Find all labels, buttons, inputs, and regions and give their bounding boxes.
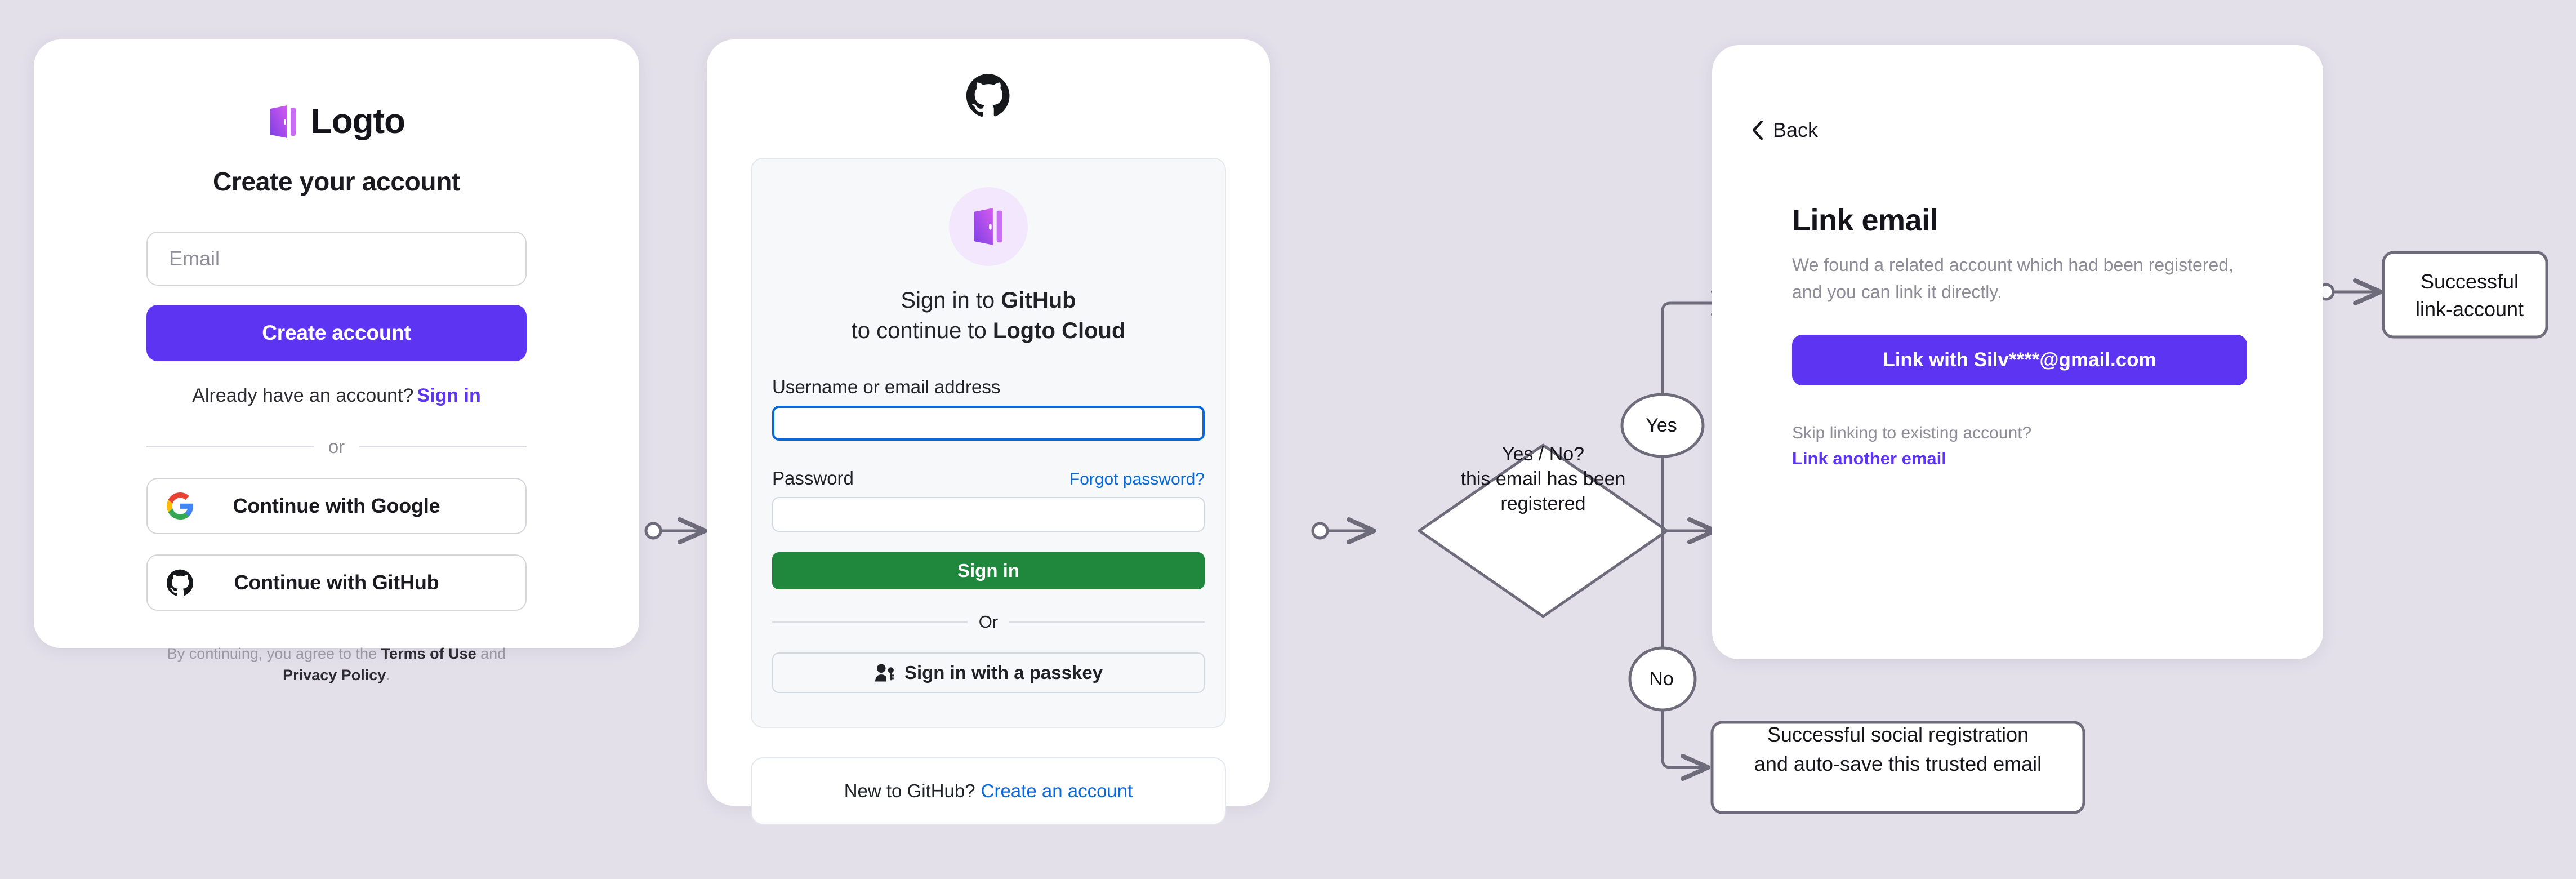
branch-no-node[interactable]: No	[1649, 668, 1674, 690]
github-signup-footer: New to GitHub? Create an account	[751, 757, 1226, 825]
signin-heading: Sign in to GitHub to continue to Logto C…	[772, 285, 1205, 346]
decision-node[interactable]: Yes / No? this email has been registered	[1402, 428, 1684, 530]
passkey-signin-button[interactable]: Sign in with a passkey	[772, 652, 1205, 693]
heading-l1-strong: GitHub	[1001, 288, 1076, 313]
page-title: Create your account	[212, 167, 461, 196]
signin-heading-line2: to continue to Logto Cloud	[772, 316, 1205, 346]
legal-suffix: .	[386, 666, 390, 683]
link-email-title: Link email	[1792, 203, 1938, 237]
github-logo-row	[707, 73, 1270, 117]
github-mark-icon	[966, 73, 1010, 117]
divider-label: or	[328, 436, 345, 457]
divider-line-left	[146, 446, 314, 447]
decision-line-1: Yes / No?	[1501, 443, 1585, 465]
github-or-divider: Or	[772, 612, 1205, 632]
divider-line-left	[772, 621, 968, 623]
skip-linking-text: Skip linking to existing account?	[1792, 424, 2032, 442]
continue-with-google-button[interactable]: Continue with Google	[146, 478, 527, 534]
github-signin-card: Sign in to GitHub to continue to Logto C…	[707, 39, 1270, 825]
github-signin-button[interactable]: Sign in	[772, 552, 1205, 589]
legal-prefix: By continuing, you agree to the	[167, 645, 381, 662]
logto-door-icon	[270, 105, 296, 138]
footer-prompt: New to GitHub?	[844, 780, 975, 801]
signin-prompt-row: Already have an account?Sign in	[146, 385, 527, 407]
email-input-placeholder: Email	[169, 247, 220, 270]
password-input[interactable]	[772, 497, 1205, 532]
username-input[interactable]	[772, 406, 1205, 441]
continue-with-google-label: Continue with Google	[233, 494, 440, 517]
create-an-account-link[interactable]: Create an account	[981, 780, 1133, 801]
heading-l2-strong: Logto Cloud	[992, 318, 1126, 343]
link-another-email-link[interactable]: Link another email	[1792, 449, 1946, 468]
branch-yes-node[interactable]: Yes	[1646, 414, 1677, 436]
terms-of-use-link[interactable]: Terms of Use	[381, 645, 476, 662]
divider-line-right	[1009, 621, 1205, 623]
email-input[interactable]: Email	[146, 232, 527, 286]
logto-brand: Logto	[146, 104, 527, 139]
decision-line-3: registered	[1500, 493, 1586, 515]
github-signin-panel: Sign in to GitHub to continue to Logto C…	[751, 158, 1226, 728]
chevron-left-icon	[1752, 121, 1763, 140]
app-avatar	[949, 187, 1028, 266]
outcome-social-registration-node[interactable]: Successful social registration and auto-…	[1715, 707, 2081, 792]
decision-line-2: this email has been	[1460, 468, 1626, 490]
divider-line-right	[359, 446, 527, 447]
back-label: Back	[1773, 118, 1819, 141]
signin-heading-line1: Sign in to GitHub	[772, 285, 1205, 316]
continue-with-github-button[interactable]: Continue with GitHub	[146, 554, 527, 611]
outcome-social-line-1: Successful social registration	[1767, 722, 2029, 746]
link-with-email-button[interactable]: Link with Silv****@gmail.com	[1792, 335, 2247, 385]
forgot-password-link[interactable]: Forgot password?	[1069, 470, 1205, 489]
outcome-link-account-node[interactable]: Successful link-account	[2388, 256, 2551, 335]
signin-link[interactable]: Sign in	[417, 385, 481, 406]
link-email-description: We found a related account which had bee…	[1792, 255, 2234, 302]
password-label-row: Password Forgot password?	[772, 468, 1205, 489]
logto-signup-card: Logto Create your account Email Create a…	[34, 39, 639, 683]
link-email-card: Back Link email We found a related accou…	[1712, 45, 2323, 659]
outcome-link-line-2: link-account	[2415, 298, 2524, 321]
or-divider: or	[146, 436, 527, 458]
outcome-link-line-1: Successful	[2420, 270, 2519, 294]
heading-l1-prefix: Sign in to	[901, 288, 1001, 313]
legal-mid: and	[476, 645, 506, 662]
password-label: Password	[772, 468, 854, 489]
legal-notice: By continuing, you agree to the Terms of…	[146, 643, 527, 686]
logto-wordmark: Logto	[310, 102, 405, 141]
logto-door-icon	[974, 208, 1002, 245]
divider-label: Or	[978, 612, 999, 632]
privacy-policy-link[interactable]: Privacy Policy	[283, 666, 386, 683]
signin-prompt-text: Already have an account?	[192, 385, 414, 406]
back-button[interactable]: Back	[1751, 118, 1818, 142]
passkey-signin-label: Sign in with a passkey	[904, 662, 1103, 683]
create-account-button[interactable]: Create account	[146, 305, 527, 361]
username-label: Username or email address	[772, 376, 1001, 397]
continue-with-github-label: Continue with GitHub	[234, 571, 439, 594]
heading-l2-prefix: to continue to	[851, 318, 993, 343]
github-icon	[167, 569, 193, 596]
passkey-person-key-icon	[875, 664, 894, 682]
google-icon	[167, 492, 193, 520]
outcome-social-line-2: and auto-save this trusted email	[1754, 752, 2042, 775]
